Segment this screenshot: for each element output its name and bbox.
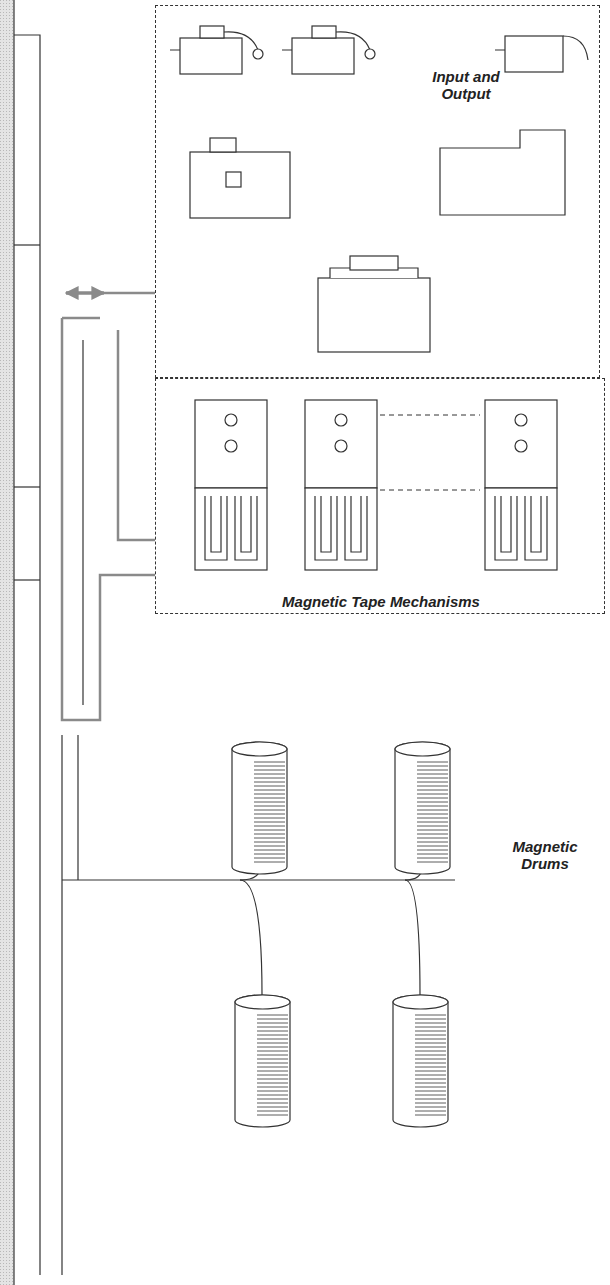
bus-wires bbox=[62, 340, 455, 1275]
tape-units bbox=[195, 400, 557, 570]
group-title: Magnetic Tape Mechanisms bbox=[156, 593, 606, 610]
dashed-group-box: Magnetic Tape Mechanisms bbox=[155, 378, 605, 614]
drums bbox=[232, 742, 450, 1127]
magnetic-drum bbox=[393, 995, 448, 1127]
group-title: Input and Output bbox=[431, 68, 501, 102]
continuation-dashes bbox=[380, 415, 480, 490]
shaded-strip bbox=[0, 0, 14, 1285]
bus-frame bbox=[14, 0, 40, 1285]
io-devices bbox=[170, 26, 588, 352]
tape-unit bbox=[195, 400, 267, 570]
tape-unit bbox=[305, 400, 377, 570]
grey-bus-lines bbox=[62, 293, 155, 720]
magnetic-drum bbox=[232, 742, 287, 874]
tape-unit bbox=[485, 400, 557, 570]
dashed-group-box: Input and Output bbox=[155, 5, 600, 378]
group-label: Magnetic Drums bbox=[500, 838, 590, 872]
magnetic-drum bbox=[235, 995, 290, 1127]
magnetic-drum bbox=[395, 742, 450, 874]
